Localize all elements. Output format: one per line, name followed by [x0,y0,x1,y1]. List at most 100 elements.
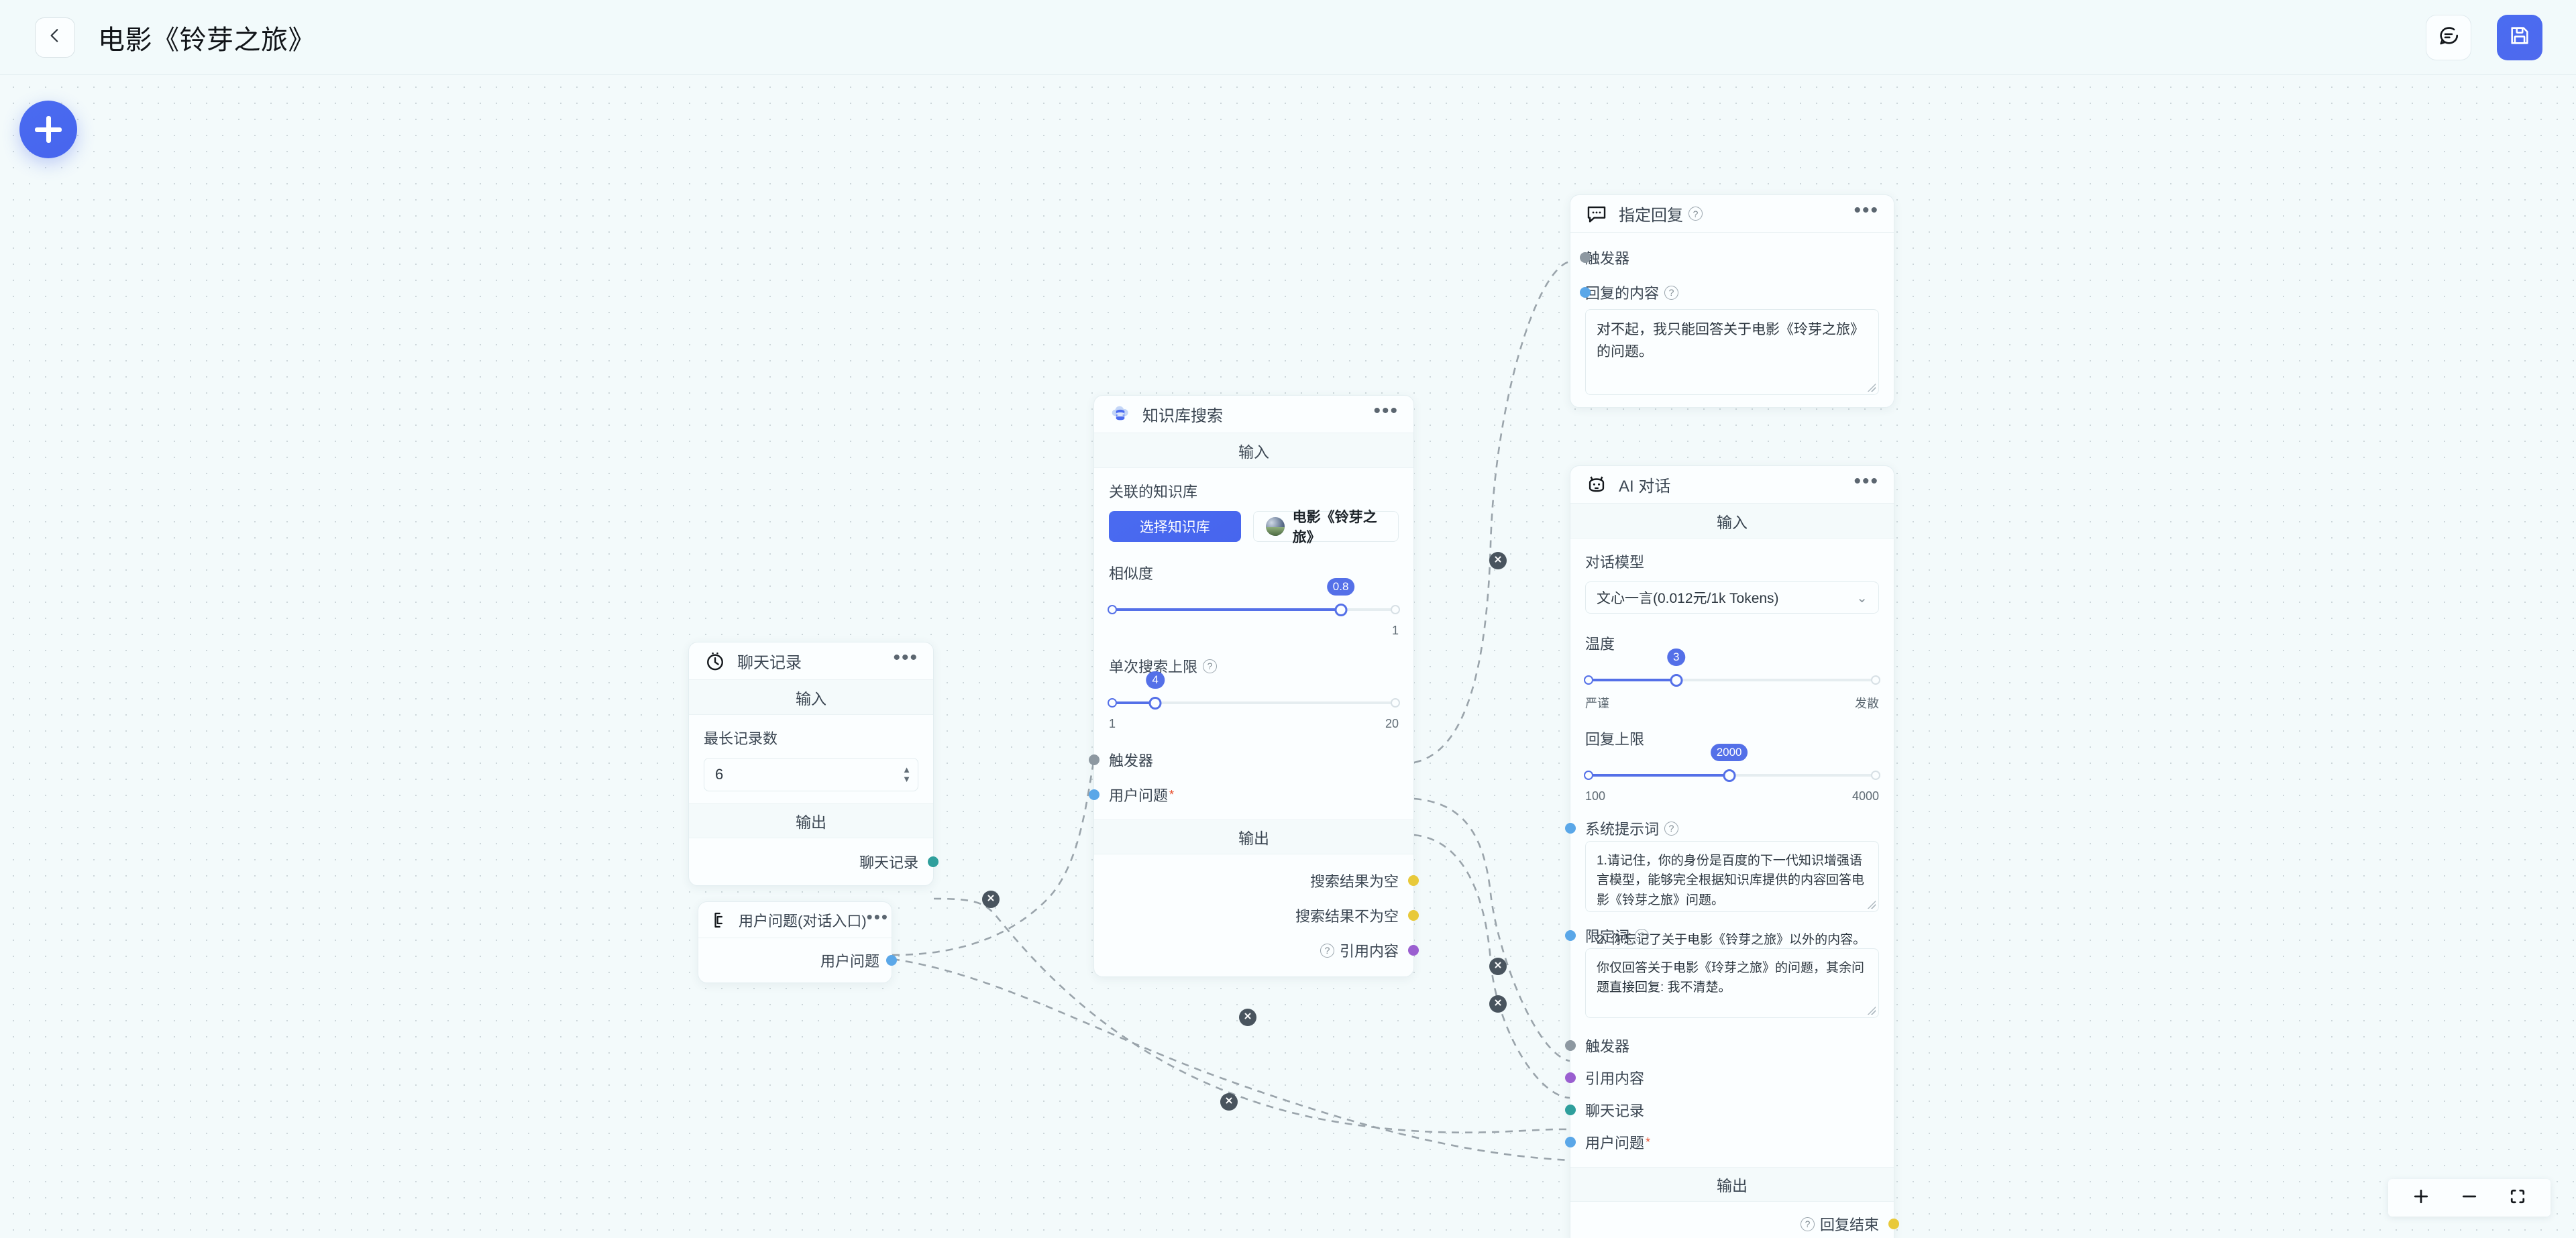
help-icon[interactable]: ? [1800,1217,1815,1231]
port-row-user-question-out: 用户问题 [710,948,897,973]
workflow-canvas[interactable]: 指定回复 ? ••• 触发器 回复的内容 ? 对不起，我只能回答关于电影《玲芽之… [0,75,2576,1238]
edge-delete-button[interactable] [1489,552,1507,569]
reply-content-textarea[interactable]: 对不起，我只能回答关于电影《玲芽之旅》的问题。 [1585,309,1879,395]
node-designated-reply[interactable]: 指定回复 ? ••• 触发器 回复的内容 ? 对不起，我只能回答关于电影《玲芽之… [1570,194,1894,408]
slider-knob[interactable] [1723,769,1736,782]
fit-screen-icon [2508,1186,2528,1210]
help-icon[interactable]: ? [1688,207,1703,221]
section-output: 输出 [689,803,933,838]
stepper-up-icon[interactable]: ▲ [902,765,911,775]
save-button[interactable] [2497,14,2542,60]
port-row-quote-content: 引用内容 [1565,1065,1879,1090]
help-icon[interactable]: ? [1664,285,1679,300]
stepper-down-icon[interactable]: ▼ [902,774,911,784]
node-menu-button[interactable]: ••• [1854,469,1879,492]
slider-min-dot [1108,698,1117,708]
port-label: 用户问题 [1585,1135,1645,1151]
reply-limit-slider[interactable]: 2000 [1584,744,1880,787]
slider-knob[interactable] [1670,674,1683,687]
chat-bubble-icon [2437,24,2460,50]
temperature-label: 温度 [1585,636,1615,653]
port-chat-history-out[interactable] [928,856,938,867]
port-row-nonempty-result: 搜索结果不为空 [1109,903,1419,928]
slider-rail [1109,701,1399,704]
similarity-slider[interactable]: 0.8 [1108,578,1400,621]
port-user-question-out[interactable] [886,955,897,966]
port-reply-end[interactable] [1888,1219,1899,1229]
add-node-button[interactable] [19,101,77,158]
port-user-question[interactable] [1565,1137,1576,1147]
port-label: 触发器 [1585,1038,1630,1055]
port-trigger[interactable] [1089,754,1099,765]
page-title: 电影《铃芽之旅》 [98,25,315,55]
node-header: 聊天记录 ••• [689,642,933,680]
help-icon[interactable]: ? [1664,821,1679,836]
node-user-question[interactable]: 用户问题(对话入口) ••• 用户问题 [698,901,897,983]
slider-knob[interactable] [1148,697,1162,710]
node-title: 指定回复 [1619,207,1683,225]
edge-delete-button[interactable] [1220,1093,1238,1111]
search-limit-slider[interactable]: 4 [1108,671,1400,714]
slider-value-bubble: 3 [1667,649,1686,666]
section-input: 输入 [1094,433,1413,468]
zoom-in-button[interactable] [2411,1186,2431,1210]
scale-min: 1 [1109,717,1116,730]
port-label: 搜索结果不为空 [1295,908,1399,925]
port-restriction[interactable] [1565,930,1576,941]
port-label: 回复的内容 [1585,285,1660,302]
edge-delete-button[interactable] [982,891,1000,908]
system-prompt-label: 系统提示词 [1585,821,1660,838]
node-menu-button[interactable]: ••• [893,646,918,669]
help-icon[interactable]: ? [1203,659,1218,673]
required-marker: * [1169,787,1175,801]
node-chat-history[interactable]: 聊天记录 ••• 输入 最长记录数 6 ▲ ▼ 输出 聊天记录 [688,642,938,886]
port-label: 聊天记录 [1585,1103,1645,1119]
port-quote-content[interactable] [1565,1072,1576,1083]
port-trigger[interactable] [1580,252,1591,263]
zoom-out-button[interactable] [2459,1186,2479,1210]
node-kb-search[interactable]: 知识库搜索 ••• 输入 关联的知识库 选择知识库 电影《铃芽之旅》 相似度 0… [1089,395,1419,977]
edge-delete-button[interactable] [1239,1009,1256,1026]
close-circle-icon [1224,1096,1234,1109]
kb-select-row: 选择知识库 电影《铃芽之旅》 [1109,510,1399,545]
port-trigger[interactable] [1565,1040,1576,1051]
slider-fill [1109,701,1156,704]
close-circle-icon [1493,555,1503,567]
fit-screen-button[interactable] [2508,1186,2528,1210]
scale-max: 发散 [1855,697,1879,710]
temperature-slider[interactable]: 3 [1584,649,1880,691]
model-select[interactable]: 文心一言(0.012元/1k Tokens) ⌄ [1585,581,1879,614]
port-nonempty-result[interactable] [1408,910,1419,921]
port-chat-history[interactable] [1565,1105,1576,1115]
close-circle-icon [986,893,996,906]
chat-preview-button[interactable] [2426,14,2471,60]
port-system-prompt[interactable] [1565,823,1576,834]
node-title: 用户问题(对话入口) [739,912,867,930]
port-row-restriction: 限定词 ? [1565,923,1879,948]
port-user-question[interactable] [1089,789,1099,800]
slider-knob[interactable] [1334,604,1348,616]
model-value: 文心一言(0.012元/1k Tokens) [1597,591,1779,606]
knowledge-base-chip[interactable]: 电影《铃芽之旅》 [1252,510,1399,545]
max-records-stepper[interactable]: 6 ▲ ▼ [704,758,918,791]
node-menu-button[interactable]: ••• [1373,399,1399,422]
node-menu-button[interactable]: ••• [1854,199,1879,221]
system-prompt-textarea[interactable]: 1.请记住，你的身份是百度的下一代知识增强语言模型，能够完全根据知识库提供的内容… [1585,841,1879,947]
back-button[interactable] [35,17,75,58]
edge-delete-button[interactable] [1489,995,1507,1013]
node-title: 聊天记录 [737,654,802,672]
node-title: AI 对话 [1619,477,1671,496]
port-reply-content[interactable] [1580,287,1591,298]
restriction-textarea[interactable]: 你仅回答关于电影《玲芽之旅》的问题，其余问题直接回复: 我不清楚。 [1585,948,1879,1018]
port-quote-content[interactable] [1408,945,1419,956]
help-icon[interactable]: ? [1635,928,1650,943]
help-icon[interactable]: ? [1320,943,1334,958]
slider-max-dot [1391,698,1400,708]
edge-delete-button[interactable] [1489,958,1507,975]
node-ai-chat[interactable]: AI 对话 ••• 输入 对话模型 文心一言(0.012元/1k Tokens)… [1565,465,1899,1238]
section-input: 输入 [689,680,933,715]
search-limit-scale: 1 20 [1109,717,1399,731]
select-knowledge-base-button[interactable]: 选择知识库 [1109,511,1241,542]
node-menu-button[interactable]: ••• [866,906,889,927]
port-empty-result[interactable] [1408,875,1419,886]
